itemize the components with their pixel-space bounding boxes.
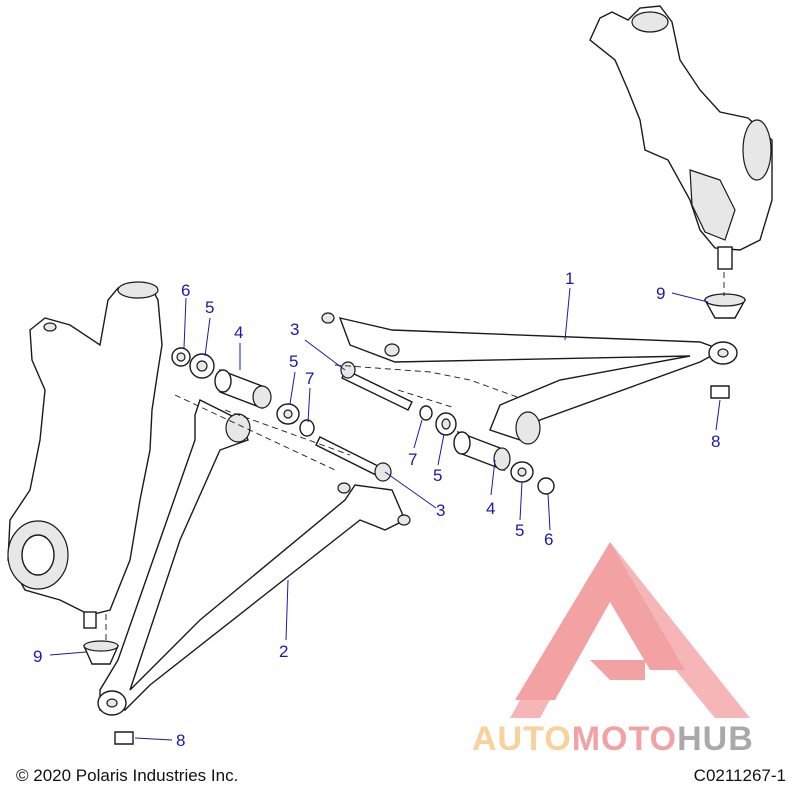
knuckle-left: [7, 281, 163, 629]
callout-7-right: 7: [408, 450, 417, 469]
callout-7-left: 7: [305, 369, 314, 388]
nut-left: [114, 731, 134, 745]
callout-5-d: 5: [515, 521, 524, 540]
ball-joint-boot-right: [703, 293, 747, 319]
bolt-lower: [315, 436, 392, 482]
watermark-logo: AUTOMOTOHUB: [470, 540, 795, 760]
nut-right: [710, 385, 730, 399]
callout-8-right: 8: [711, 432, 720, 451]
callout-2: 2: [279, 642, 288, 661]
callouts: 1 2 3 3 4 4 5 5 5 5 6 6 7 7 8 8 9 9: [33, 269, 720, 750]
watermark-moto: MOTO: [571, 720, 678, 758]
callout-6-left: 6: [181, 281, 190, 300]
callout-4-left: 4: [234, 323, 243, 342]
assembly-lines: [105, 272, 725, 640]
callout-3-upper: 3: [290, 320, 299, 339]
watermark-auto: AUTO: [472, 720, 572, 758]
callout-5-c: 5: [433, 466, 442, 485]
callout-3-lower: 3: [436, 501, 445, 520]
bolt-upper: [340, 361, 413, 411]
copyright-text: © 2020 Polaris Industries Inc.: [16, 766, 239, 785]
knuckle-right: [589, 5, 773, 270]
watermark-triangle-icon: [510, 542, 750, 718]
callout-6-right: 6: [544, 530, 553, 549]
watermark-hub: HUB: [677, 720, 754, 758]
callout-5-b: 5: [289, 352, 298, 371]
callout-1: 1: [565, 269, 574, 288]
callout-9-right: 9: [656, 284, 665, 303]
lower-control-arm: [97, 399, 411, 716]
callout-8-left: 8: [176, 731, 185, 750]
callout-5-a: 5: [205, 298, 214, 317]
leader-lines: [49, 287, 721, 741]
hardware-left: [171, 347, 315, 437]
callout-4-right: 4: [486, 499, 495, 518]
figure-id: C0211267-1: [693, 766, 786, 785]
callout-9-left: 9: [33, 647, 42, 666]
watermark-text: AUTOMOTOHUB: [472, 720, 754, 759]
upper-control-arm: [321, 312, 738, 445]
hardware-right: [419, 405, 555, 495]
ball-joint-boot-left: [82, 640, 120, 665]
